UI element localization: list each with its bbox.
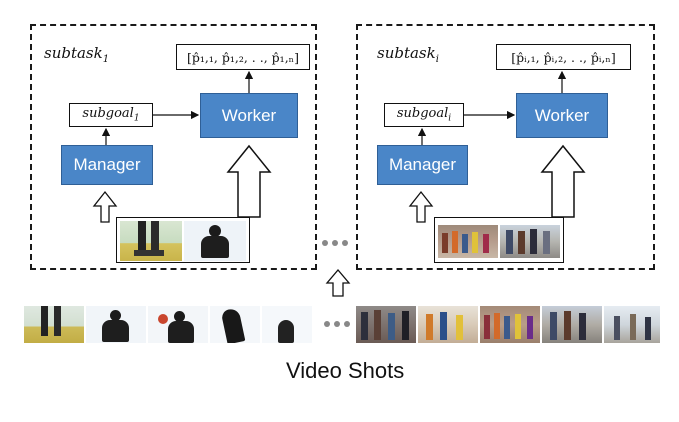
- subtask-i-label: subtaski: [377, 44, 439, 65]
- ellipsis-dot-2: [332, 240, 338, 246]
- manager-i-block: Manager: [377, 145, 468, 185]
- strip-to-subtasks-arrow: [325, 268, 351, 297]
- worker-1-block: Worker: [200, 93, 298, 138]
- shot-strip-crowd-3: [480, 306, 540, 343]
- subtask-1-output-label: [p̂₁,₁, p̂₁,₂, . ., p̂₁,ₙ]: [187, 49, 299, 65]
- subgoal-1-box: subgoal1: [69, 103, 153, 127]
- subgoal-i-label: subgoali: [396, 106, 452, 124]
- ellipsis-dot-3: [342, 240, 348, 246]
- worker-1-label: Worker: [221, 105, 277, 125]
- subgoal-1-label: subgoal1: [82, 106, 140, 124]
- subtask-i-thumb-crowd-1: [438, 225, 498, 258]
- subtask-i-output-box: [p̂ᵢ,₁, p̂ᵢ,₂, . ., p̂ᵢ,ₙ]: [496, 44, 631, 70]
- manager-i-label: Manager: [388, 155, 457, 174]
- strip-ellipsis-dot-2: [334, 321, 340, 327]
- shots-to-manager-1-arrow: [92, 190, 118, 223]
- subtask-i-region: [356, 24, 655, 270]
- shot-strip-figure-2: [148, 306, 208, 343]
- shot-strip-figure-3: [210, 306, 260, 343]
- manager-1-block: Manager: [61, 145, 153, 185]
- caption: Video Shots: [286, 358, 405, 383]
- strip-ellipsis-dot-3: [344, 321, 350, 327]
- shot-strip-crowd-1: [356, 306, 416, 343]
- shots-to-worker-1-arrow: [226, 144, 272, 218]
- worker-i-label: Worker: [534, 105, 590, 125]
- shot-strip-crowd-5: [604, 306, 660, 343]
- strip-ellipsis-dot-1: [324, 321, 330, 327]
- subtask-1-region: [30, 24, 317, 270]
- shots-to-manager-i-arrow: [408, 190, 434, 223]
- subtask-1-output-box: [p̂₁,₁, p̂₁,₂, . ., p̂₁,ₙ]: [176, 44, 310, 70]
- manager-1-label: Manager: [73, 155, 141, 174]
- shot-strip-figure-1: [86, 306, 146, 343]
- shot-strip-figure-4: [262, 306, 312, 343]
- shot-strip-feet: [24, 306, 84, 343]
- shots-to-worker-i-arrow: [540, 144, 586, 218]
- subtask-i-output-label: [p̂ᵢ,₁, p̂ᵢ,₂, . ., p̂ᵢ,ₙ]: [511, 49, 616, 65]
- shot-strip-crowd-4: [542, 306, 602, 343]
- subgoal-i-box: subgoali: [384, 103, 464, 127]
- subtask-i-thumb-crowd-2: [500, 225, 560, 258]
- subtask-1-thumb-figure: [184, 221, 246, 261]
- subtask-1-thumb-feet: [120, 221, 182, 261]
- subtask-1-label: subtask1: [44, 44, 110, 65]
- shot-strip-crowd-2: [418, 306, 478, 343]
- worker-i-block: Worker: [516, 93, 608, 138]
- ellipsis-dot-1: [322, 240, 328, 246]
